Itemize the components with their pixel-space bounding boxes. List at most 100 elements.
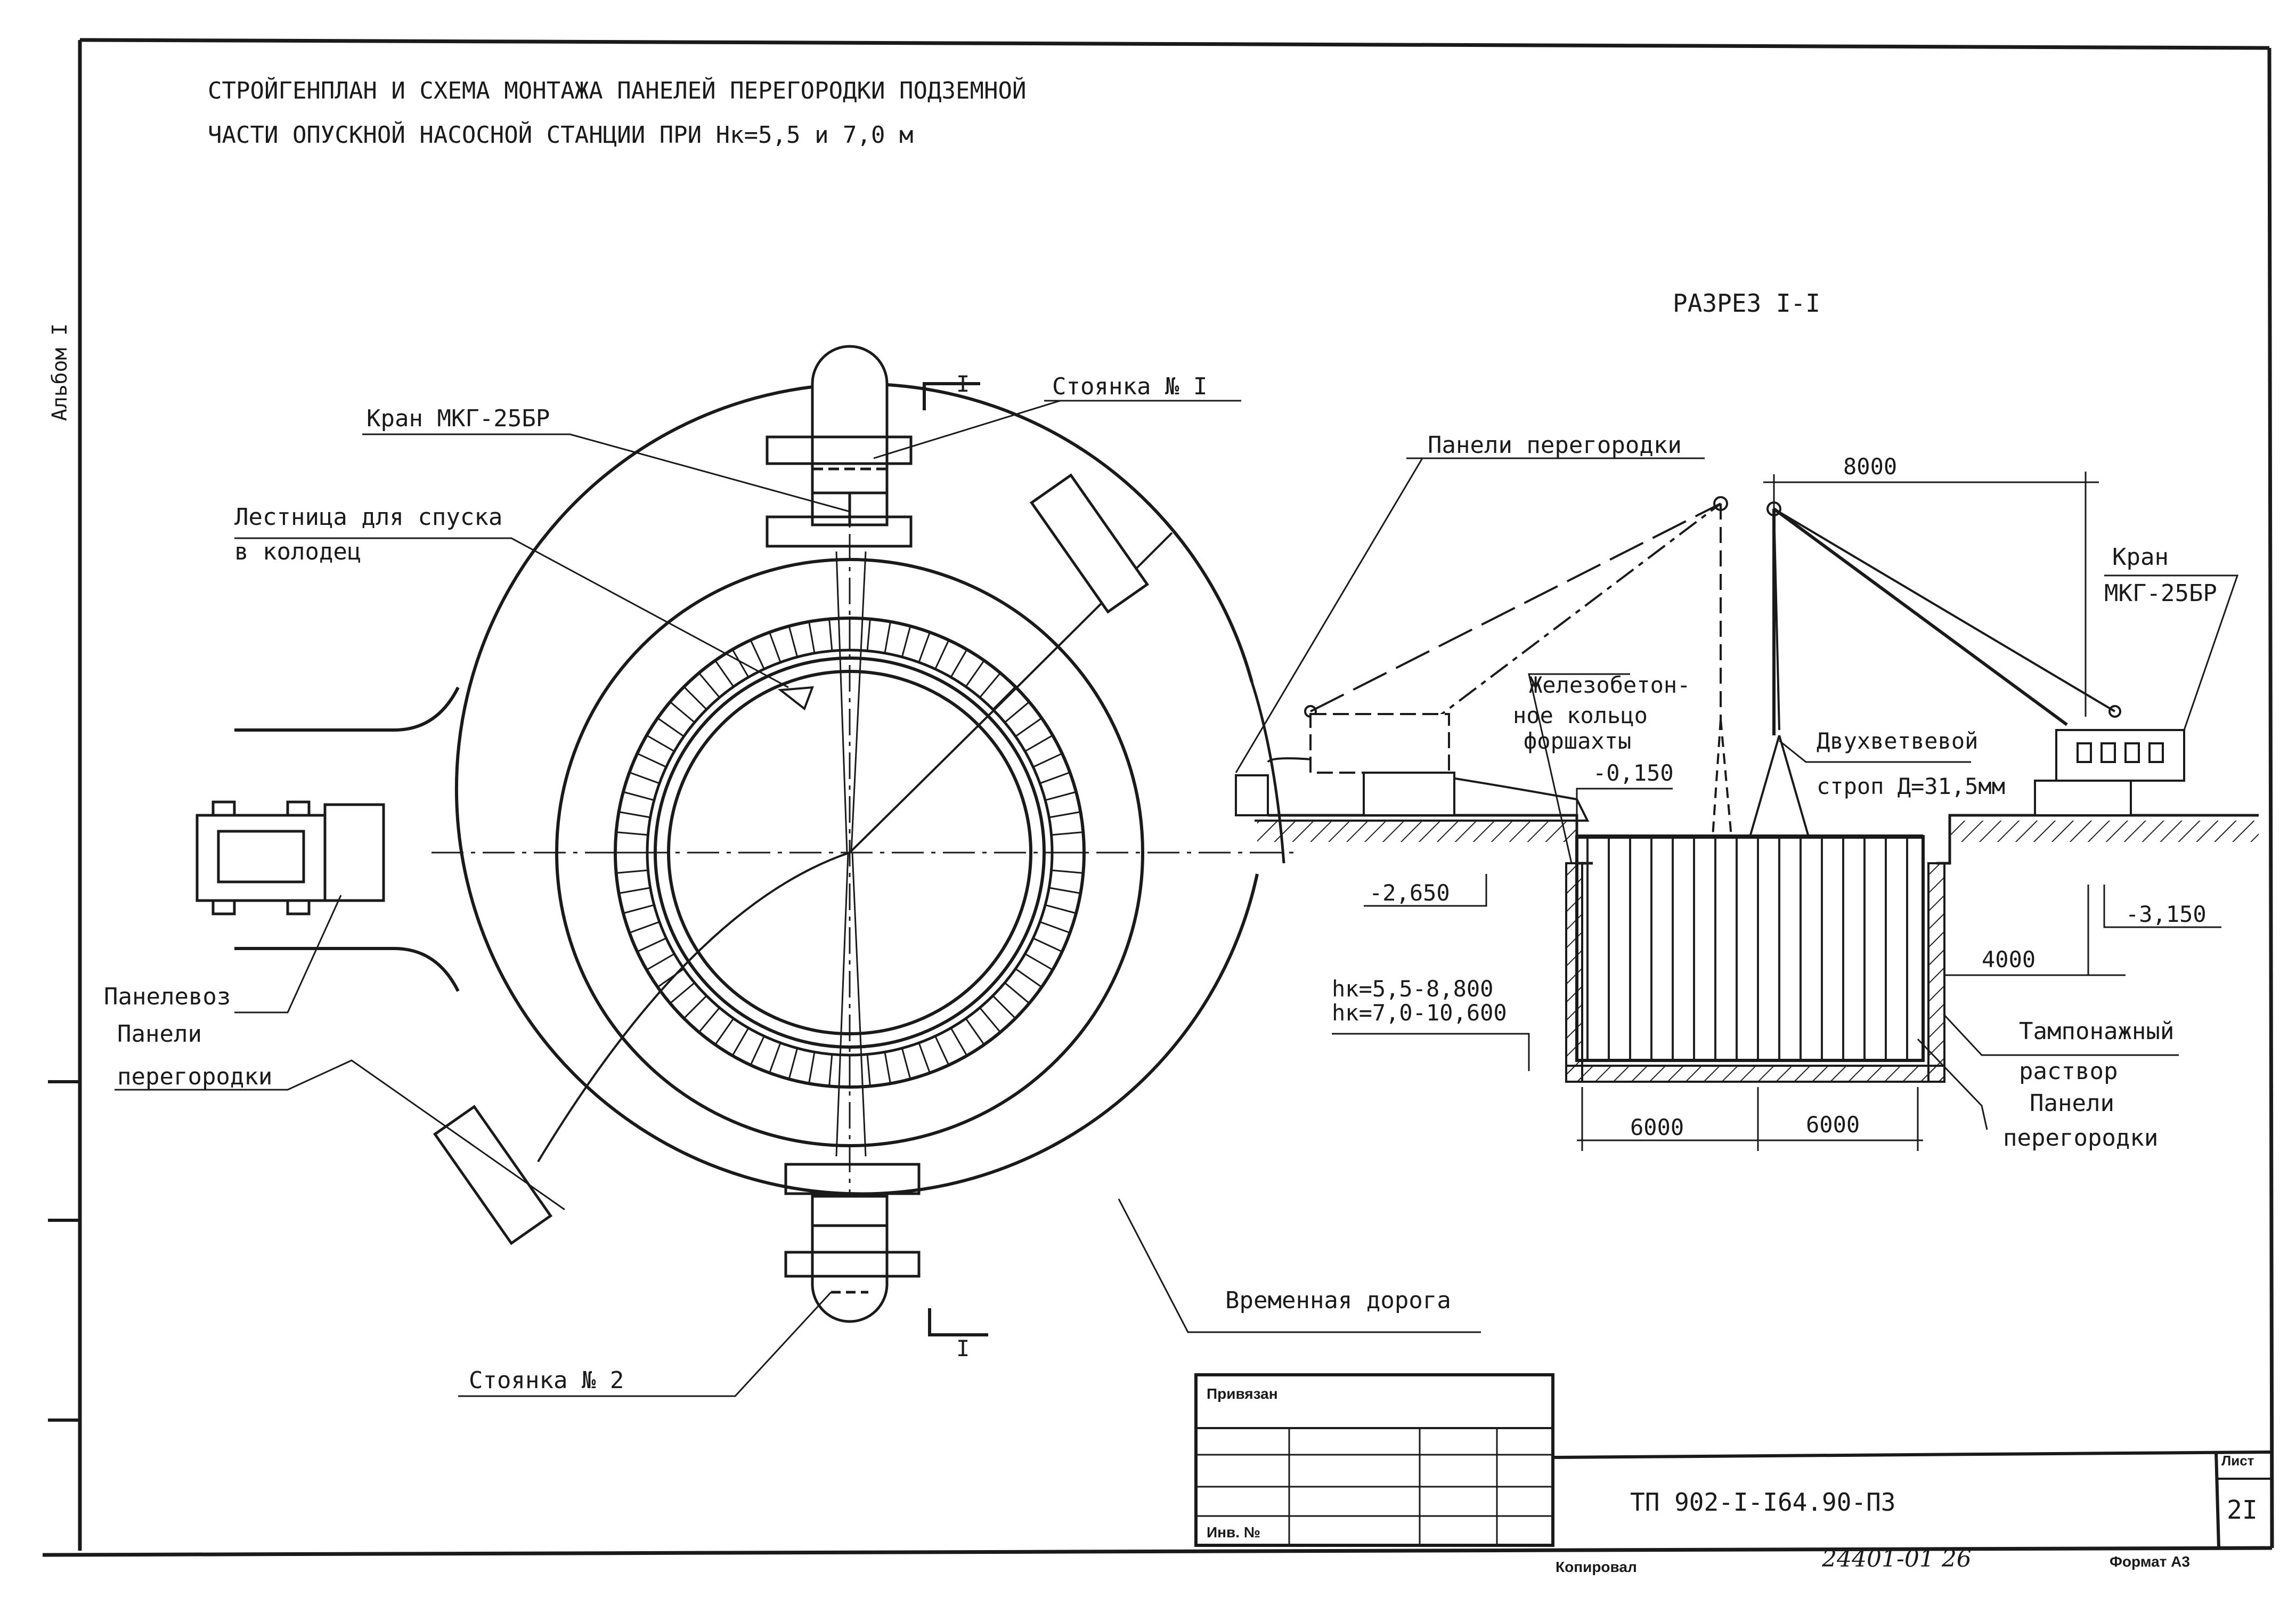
forshaft-block-tick <box>1024 734 1053 752</box>
panel-stack-top <box>1029 473 1150 614</box>
forshaft-block-tick <box>714 1018 735 1045</box>
section-title: РАЗРЕЗ I-I <box>1673 289 1820 318</box>
label-truck: Панелевоз <box>104 983 231 1010</box>
label-stand-2: Стоянка № 2 <box>469 1367 624 1394</box>
label-level-0150: -0,150 <box>1593 760 1674 786</box>
forshaft-block-tick <box>1032 937 1063 953</box>
label-panels2-2: перегородки <box>2003 1124 2158 1152</box>
sheet-frame <box>42 38 2274 1557</box>
forshaft-block-tick <box>788 1048 799 1080</box>
forshaft-block-tick <box>934 639 950 670</box>
forshaft-block-tick <box>616 831 648 836</box>
forshaft-block-tick <box>1039 772 1070 784</box>
temporary-road-outer <box>454 382 1259 1196</box>
label-dim-4000: 4000 <box>1982 946 2036 972</box>
forshaft-block-tick <box>629 772 660 784</box>
crane-stand-2 <box>784 1163 921 1323</box>
shaft-walls <box>1565 834 1945 1083</box>
section-mark-top: I <box>956 371 970 397</box>
ladder-icon <box>777 686 814 711</box>
label-sling-2: строп Д=31,5мм <box>1817 773 2005 799</box>
forshaft-block-tick <box>1051 831 1084 836</box>
label-hk-1: hк=5,5-8,800 <box>1332 976 1493 1002</box>
forshaft-block-tick <box>788 626 799 658</box>
forshaft-block-tick <box>731 649 750 678</box>
section-leader-lines <box>1235 457 2239 1130</box>
section-dimensions <box>1332 472 2221 1151</box>
forshaft-block-tick <box>669 701 695 723</box>
crane-boom-lines <box>537 490 1173 1226</box>
forshaft-block-tick <box>866 1054 871 1087</box>
label-sling-1: Двухветвевой <box>1817 728 1978 754</box>
section-marker-bottom <box>928 1308 988 1336</box>
stamp-list-number: 2I <box>2227 1495 2258 1525</box>
section-mark-bottom: I <box>956 1335 970 1361</box>
forshaft-block-tick <box>1015 717 1043 737</box>
forshaft-block-tick <box>637 752 667 768</box>
stamp-privyazan: Привязан <box>1207 1385 1278 1402</box>
forshaft-block-tick <box>1004 701 1030 723</box>
stamp-list-label: Лист <box>2221 1453 2254 1469</box>
crane-stand-1 <box>766 345 913 548</box>
forshaft-block-tick <box>669 982 695 1004</box>
forshaft-block-tick <box>1045 791 1077 801</box>
label-panels-section: Панели перегородки <box>1428 432 1682 459</box>
forshaft-block-tick <box>1039 921 1070 934</box>
forshaft-block-tick <box>646 953 675 971</box>
forshaft-block-tick <box>1004 982 1030 1004</box>
label-crane-section-1: Кран <box>2112 544 2169 571</box>
stamp-number: 24401-01 26 <box>1821 1545 1972 1572</box>
section-crane-left <box>1235 713 1455 816</box>
forshaft-block-tick <box>808 1051 816 1084</box>
label-ring-3: форшахты <box>1524 728 1631 754</box>
forshaft-block-tick <box>1051 869 1084 874</box>
forshaft-block-tick <box>950 649 968 678</box>
forshaft-block-tick <box>657 717 685 737</box>
forshaft-block-tick <box>769 1042 781 1073</box>
album-label: Альбом I <box>48 323 71 421</box>
forshaft-block-tick <box>1048 887 1081 894</box>
label-level-2650: -2,650 <box>1369 880 1450 906</box>
section-crane-right <box>2034 729 2185 816</box>
forshaft-block-tick <box>618 811 651 818</box>
forshaft-block-tick <box>750 1035 765 1066</box>
label-crane-plan: Кран МКГ-25БР <box>367 405 550 432</box>
forshaft-block-tick <box>623 791 655 801</box>
plan-leader-lines <box>115 400 1481 1397</box>
label-level-3150: -3,150 <box>2126 901 2207 927</box>
stamp-doc-code: ТП 902-I-I64.90-ПЗ <box>1630 1488 1896 1517</box>
section-marker-top <box>923 382 980 410</box>
forshaft-block-tick <box>965 660 985 687</box>
forshaft-block-tick <box>884 621 891 654</box>
label-stand-1: Стоянка № I <box>1052 373 1207 400</box>
title-block <box>1194 1373 2273 1549</box>
stamp-inv: Инв. № <box>1207 1524 1260 1541</box>
label-road: Временная дорога <box>1225 1287 1451 1314</box>
forshaft-block-tick <box>698 672 720 698</box>
forshaft-block-tick <box>918 1042 931 1073</box>
forshaft-block-tick <box>1032 752 1063 768</box>
forshaft-block-tick <box>866 619 871 651</box>
section-ground <box>1255 757 2259 865</box>
label-hk-2: hк=7,0-10,600 <box>1332 1000 1507 1026</box>
title-line-1: СТРОЙГЕНПЛАН И СХЕМА МОНТАЖА ПАНЕЛЕЙ ПЕР… <box>208 76 1026 104</box>
forshaft-block-tick <box>992 686 1016 710</box>
forshaft-block-tick <box>965 1018 985 1045</box>
forshaft-block-tick <box>1048 811 1081 818</box>
label-panels2-1: Панели <box>2030 1090 2114 1117</box>
label-dim-8000: 8000 <box>1843 453 1897 480</box>
forshaft-block-tick <box>683 995 707 1019</box>
forshaft-block-tick <box>950 1027 968 1056</box>
forshaft-block-tick <box>750 639 765 670</box>
forshaft-block-tick <box>979 672 1001 698</box>
forshaft-block-tick <box>629 921 660 934</box>
forshaft-block-tick <box>769 632 781 663</box>
label-tamp-2: раствор <box>2019 1058 2118 1085</box>
forshaft-block-tick <box>808 621 816 654</box>
label-ring-2: ное кольцо <box>1513 702 1648 728</box>
forshaft-block-tick <box>992 995 1016 1019</box>
forshaft-block-tick <box>698 1007 720 1033</box>
forshaft-block-tick <box>1024 953 1053 971</box>
stamp-format: Формат А3 <box>2110 1553 2190 1570</box>
label-ring-1: Железобетон- <box>1529 672 1690 698</box>
